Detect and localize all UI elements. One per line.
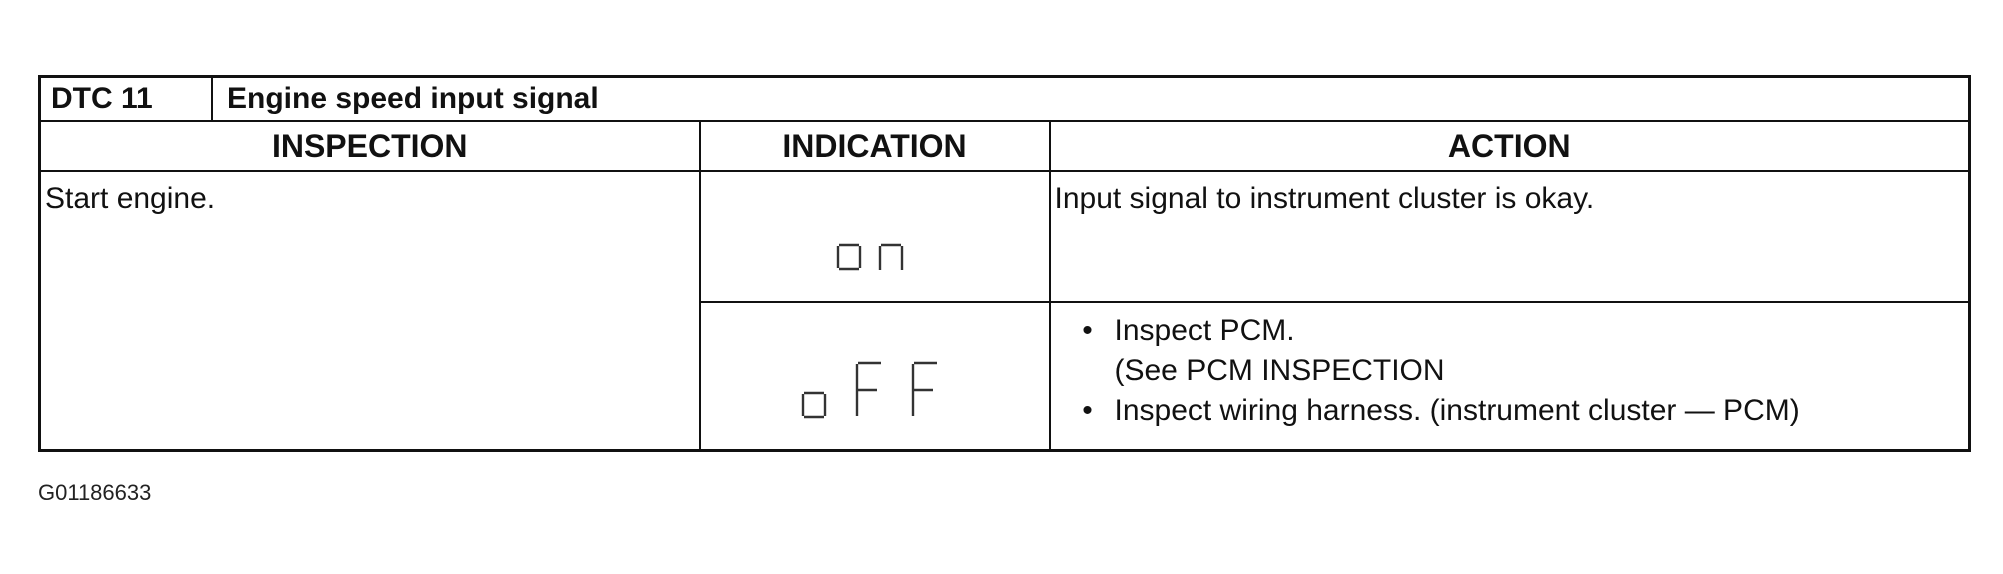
list-item: • Inspect wiring harness. (instrument cl… [1073, 391, 1969, 431]
header-action: ACTION [1048, 120, 1971, 173]
dtc-code: DTC 11 [41, 78, 213, 121]
action-list: • Inspect PCM. (See PCM INSPECTION • Ins… [1055, 305, 1969, 431]
lcd-on-icon [836, 243, 903, 271]
table-row: • Inspect PCM. (See PCM INSPECTION • Ins… [40, 300, 1971, 452]
list-item: • Inspect PCM. [1073, 311, 1969, 351]
list-item: (See PCM INSPECTION [1114, 353, 1445, 387]
bullet-icon: • [1082, 393, 1093, 427]
bullet-icon: • [1082, 313, 1093, 347]
title-row: DTC 11 Engine speed input signal [38, 75, 1971, 123]
indication-on-cell [698, 170, 1051, 303]
dtc-table: DTC 11 Engine speed input signal INSPECT… [38, 75, 1971, 452]
table-row: Start engine. Input signal to instrument… [38, 170, 1971, 452]
action-list-cell: • Inspect PCM. (See PCM INSPECTION • Ins… [1048, 300, 1971, 452]
header-inspection: INSPECTION [38, 120, 701, 173]
action-ok-cell: Input signal to instrument cluster is ok… [1048, 170, 1971, 303]
lcd-off-icon [801, 361, 937, 419]
header-indication: INDICATION [698, 120, 1051, 173]
header-row: INSPECTION INDICATION ACTION [38, 120, 1971, 173]
figure-id: G01186633 [38, 480, 152, 505]
indication-off-cell [698, 300, 1051, 452]
inspection-cell: Start engine. [38, 170, 701, 452]
dtc-name: Engine speed input signal [227, 82, 599, 116]
